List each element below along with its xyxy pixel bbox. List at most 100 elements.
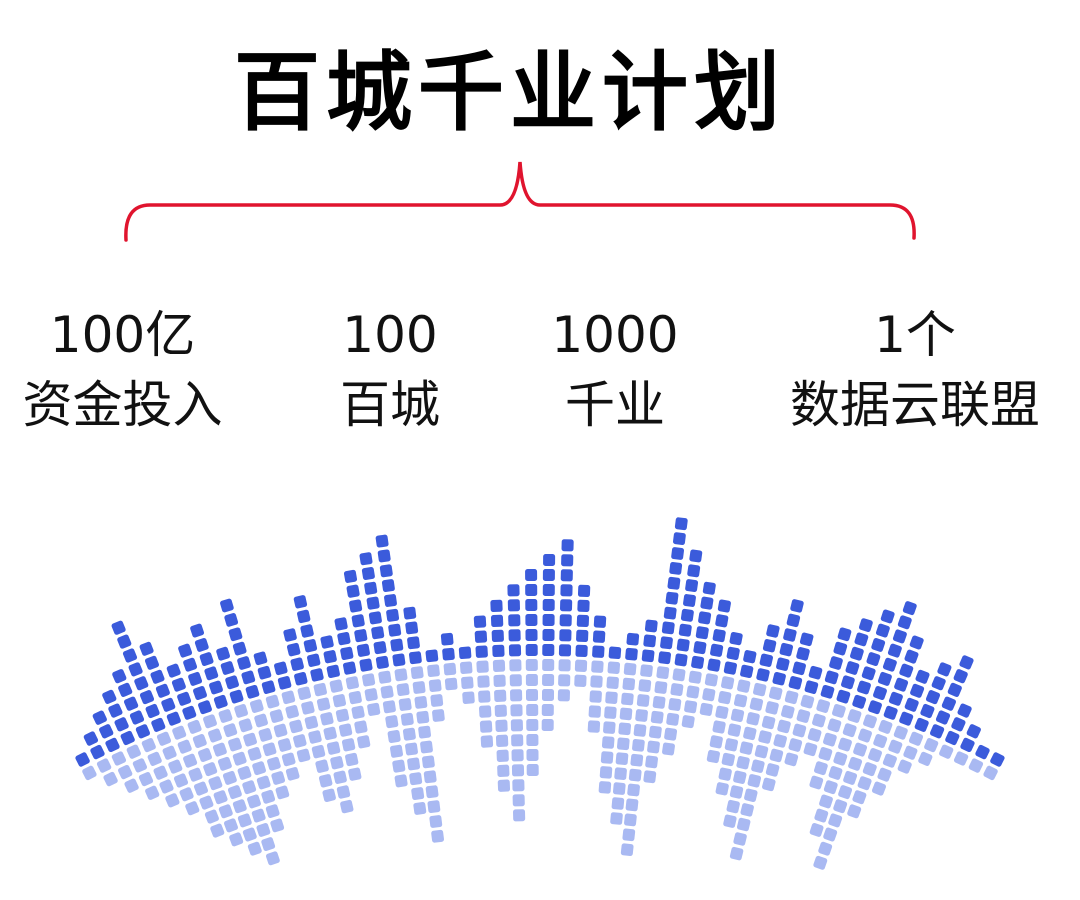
bar-block-inner <box>939 744 954 759</box>
bar-block-inner <box>345 752 359 767</box>
bar-block-inner <box>721 752 735 767</box>
bar-block-inner <box>733 694 748 708</box>
bar-block-outer <box>756 668 770 682</box>
bar-block-inner <box>526 763 539 777</box>
bar-block-outer <box>135 724 150 739</box>
bar-block-outer <box>171 677 186 692</box>
bar-block-inner <box>444 677 458 691</box>
bar-block-inner <box>877 767 892 782</box>
bar-block-inner <box>814 808 829 823</box>
bar-block-inner <box>218 804 233 819</box>
bar-block-outer <box>560 599 573 612</box>
bar-block-inner <box>600 751 614 764</box>
bar-block-inner <box>611 797 625 810</box>
bar-block-outer <box>90 744 105 760</box>
bar-block-inner <box>590 675 603 688</box>
bar-block-outer <box>925 690 941 705</box>
bar-block-inner <box>261 789 276 804</box>
bar-block-inner <box>476 660 489 673</box>
bar-block-inner <box>378 670 392 684</box>
bar-block-outer <box>92 710 107 725</box>
bar-block-inner <box>511 734 524 747</box>
bar-block-inner <box>479 705 492 718</box>
bar-block-inner <box>816 699 831 713</box>
bar-block-inner <box>293 734 307 748</box>
bar-block-inner <box>208 728 222 743</box>
bar-block-inner <box>429 815 443 828</box>
bar-block-inner <box>645 755 659 769</box>
bar-block-inner <box>796 709 811 723</box>
bar-block-inner <box>620 843 634 857</box>
bar-block-outer <box>845 661 860 675</box>
bar-block-inner <box>813 855 828 870</box>
bar-block-outer <box>373 641 387 655</box>
bar-block-inner <box>610 812 623 825</box>
bar-block-inner <box>526 733 539 747</box>
bar-block-outer <box>188 671 203 686</box>
bar-block-outer <box>772 671 786 686</box>
bar-block-inner <box>418 725 432 739</box>
bar-block-inner <box>301 701 315 715</box>
bar-block-outer <box>593 615 607 628</box>
bar-block-inner <box>643 770 657 784</box>
bar-block-outer <box>286 642 301 657</box>
bar-block-inner <box>351 705 365 719</box>
bar-block-outer <box>216 646 230 661</box>
bar-block-inner <box>431 829 445 843</box>
bar-block-inner <box>606 676 619 689</box>
bar-block-outer <box>707 658 721 672</box>
bar-block-outer <box>766 624 780 638</box>
bar-block-inner <box>385 715 399 729</box>
bar-block-outer <box>245 684 260 699</box>
bar-block-inner <box>858 728 872 743</box>
bar-block-inner <box>712 720 726 734</box>
bar-block-inner <box>265 851 280 866</box>
bar-block-outer <box>676 638 690 652</box>
bar-block-outer <box>663 606 677 620</box>
bar-block-outer <box>702 581 716 595</box>
bar-block-inner <box>814 761 828 776</box>
bar-block-inner <box>828 765 843 780</box>
bar-block-outer <box>379 564 393 578</box>
bar-block-outer <box>672 532 686 546</box>
bar-block-inner <box>807 728 822 742</box>
bar-block-inner <box>833 799 848 814</box>
bar-block-inner <box>132 758 148 773</box>
bar-block-inner <box>179 787 194 802</box>
bar-block-outer <box>559 614 572 627</box>
bar-block-inner <box>724 738 739 752</box>
bar-block-outer <box>475 645 488 658</box>
bar-block-inner <box>354 720 368 734</box>
bar-block-inner <box>318 774 333 788</box>
bar-block-inner <box>243 732 257 747</box>
stat-cities-value: 100 <box>342 306 438 364</box>
bar-block-outer <box>300 624 314 638</box>
bar-block-outer <box>366 596 380 610</box>
bar-block-inner <box>304 715 319 730</box>
bar-block-inner <box>619 707 633 721</box>
bar-block-outer <box>915 669 930 684</box>
bar-block-inner <box>591 660 604 673</box>
bar-block-outer <box>474 630 488 643</box>
bar-block-inner <box>853 742 868 757</box>
bar-block-inner <box>924 738 939 753</box>
bar-block-inner <box>412 681 426 694</box>
bar-block-outer <box>669 561 683 575</box>
bar-block-inner <box>589 690 602 703</box>
bar-block-outer <box>577 599 590 613</box>
bar-block-outer <box>776 657 790 671</box>
bar-block-inner <box>621 692 634 706</box>
bar-block-outer <box>894 677 909 692</box>
bar-block-inner <box>332 694 347 708</box>
curly-brace <box>124 161 916 242</box>
bar-block-outer <box>375 534 389 548</box>
bar-block-inner <box>96 758 112 773</box>
bar-block-outer <box>892 629 907 644</box>
bar-block-outer <box>560 569 573 582</box>
bar-block-inner <box>237 765 252 780</box>
bar-block-inner <box>210 823 225 838</box>
bar-block-outer <box>183 657 198 672</box>
bar-block-inner <box>833 751 848 766</box>
bar-block-inner <box>414 695 428 709</box>
bar-block-outer <box>228 627 243 642</box>
